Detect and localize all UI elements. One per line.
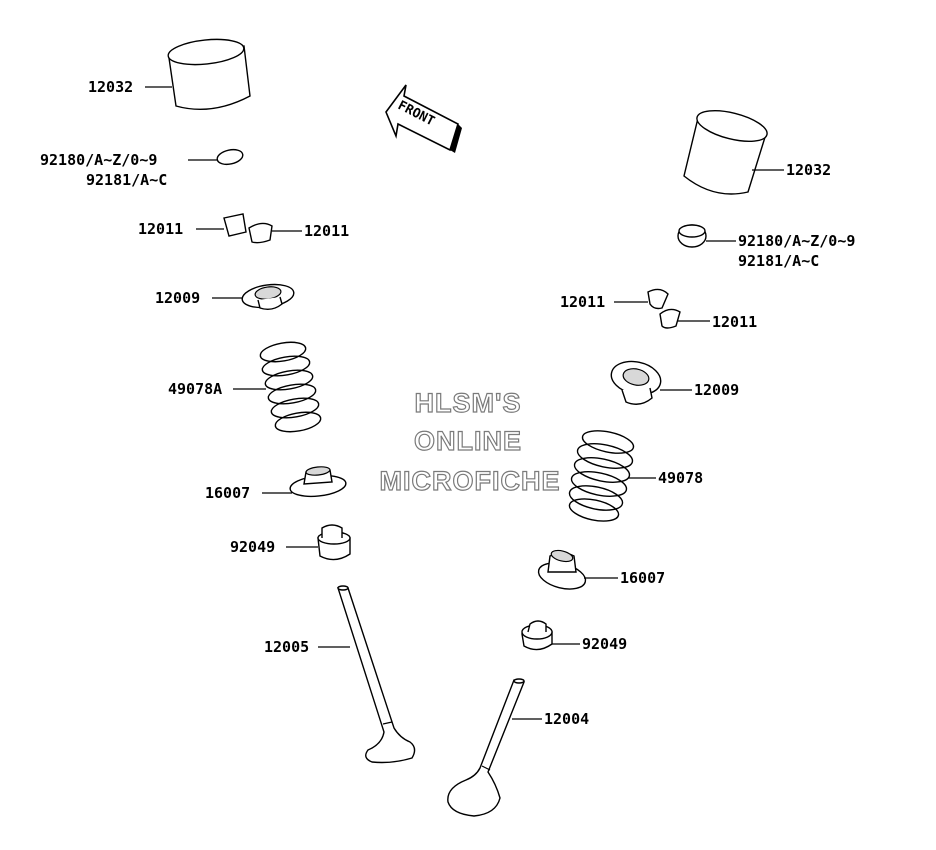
label-valve-left: 12005: [264, 638, 309, 656]
label-shim-left-1: 92180/A~Z/0~9: [40, 151, 157, 169]
label-cotter-left-a: 12011: [138, 220, 183, 238]
label-valve-right: 12004: [544, 710, 589, 728]
spring-right: [568, 430, 635, 522]
watermark-line-3: MICROFICHE: [380, 466, 561, 496]
label-seal-left: 92049: [230, 538, 275, 556]
tappet-right: [683, 109, 768, 195]
shim-right: [677, 224, 707, 248]
label-seat-right: 16007: [620, 569, 665, 587]
label-seat-left: 16007: [205, 484, 250, 502]
tappet-left: [167, 38, 251, 111]
label-shim-left-2: 92181/A~C: [86, 171, 167, 189]
watermark: HLSM'S ONLINE MICROFICHE: [379, 387, 561, 496]
label-cotter-left-b: 12011: [304, 222, 349, 240]
front-arrow: FRONT: [385, 84, 462, 153]
valve-right: [447, 678, 525, 817]
label-spring-right: 49078: [658, 469, 703, 487]
label-tappet-right: 12032: [786, 161, 831, 179]
label-shim-right-1: 92180/A~Z/0~9: [738, 232, 855, 250]
stem-seal-left: [317, 524, 351, 561]
label-tappet-left: 12032: [88, 78, 133, 96]
shim-left: [216, 148, 244, 166]
label-cotter-right-a: 12011: [560, 293, 605, 311]
spring-left: [259, 341, 322, 433]
spring-seat-left: [289, 466, 347, 498]
retainer-right: [610, 360, 662, 405]
label-spring-left: 49078A: [168, 380, 222, 398]
cotter-right: [647, 288, 681, 329]
stem-seal-right: [521, 620, 553, 651]
retainer-left: [241, 283, 295, 311]
spring-seat-right: [537, 549, 587, 590]
label-cotter-right-b: 12011: [712, 313, 757, 331]
label-seal-right: 92049: [582, 635, 627, 653]
label-retainer-left: 12009: [155, 289, 200, 307]
watermark-line-2: ONLINE: [414, 426, 522, 456]
label-shim-right-2: 92181/A~C: [738, 252, 819, 270]
label-retainer-right: 12009: [694, 381, 739, 399]
watermark-line-1: HLSM'S: [415, 388, 522, 418]
valve-left: [337, 585, 416, 764]
cotter-left: [223, 213, 273, 244]
